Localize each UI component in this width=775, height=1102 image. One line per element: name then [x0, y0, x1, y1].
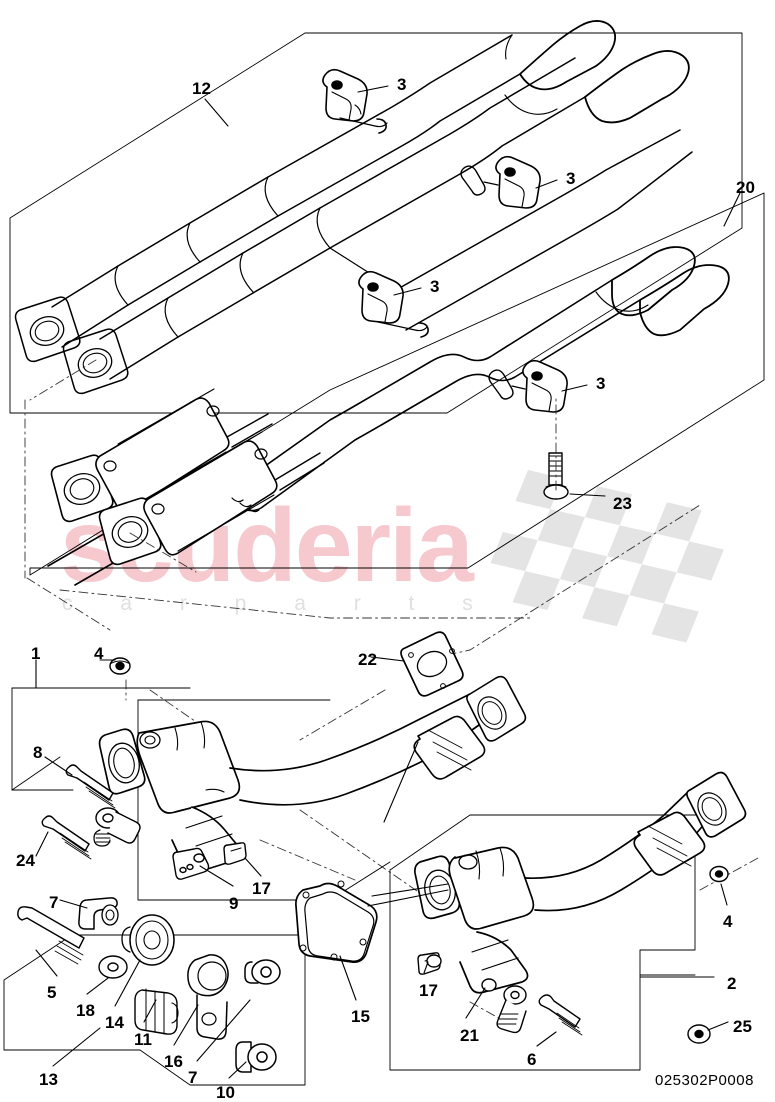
callout-1: 1: [31, 644, 41, 663]
hex-bolt-24: [41, 815, 92, 860]
front-pipe-left: [413, 675, 527, 780]
callout-4-lower-right: 4: [723, 912, 733, 931]
gasket-15: [295, 880, 378, 963]
callout-22: 22: [358, 650, 377, 669]
callout-9: 9: [229, 894, 239, 913]
callout-4-upper: 4: [94, 644, 104, 663]
exhaust-hanger-mid-left: [358, 270, 429, 338]
tailpipe-tips-left: [504, 20, 690, 124]
callout-5: 5: [47, 983, 57, 1002]
group-frame-12: [9, 32, 743, 414]
bushing-14: [121, 914, 175, 966]
rubber-stop-10: [235, 1041, 277, 1073]
hex-bolt-6: [538, 994, 583, 1036]
group-frame-mid-lower: [137, 699, 391, 901]
callout-2: 2: [727, 974, 737, 993]
nut-4-upper: [109, 657, 131, 675]
callout-3-upper-right: 3: [566, 169, 576, 188]
leader-lines: [35, 85, 741, 1079]
washer-18: [98, 955, 128, 979]
bellows-sleeve-11: [134, 988, 179, 1035]
callout-7-lower: 7: [188, 1068, 198, 1087]
catalytic-converter-assembly-left: [98, 693, 501, 874]
rear-muffler-left-second: [62, 57, 586, 395]
exhaust-hanger-upper-right: [460, 155, 541, 209]
rear-muffler-left: [14, 34, 521, 363]
callout-25: 25: [733, 1017, 752, 1036]
callout-3-upper-left: 3: [397, 75, 407, 94]
bracket-assembly-left: [93, 807, 141, 847]
callout-14: 14: [105, 1013, 124, 1032]
callout-8: 8: [33, 743, 43, 762]
callout-20: 20: [736, 178, 755, 197]
hex-bolt-5: [17, 906, 85, 965]
watermark-secondary: c a r p a r t s: [62, 592, 494, 615]
callout-11: 11: [134, 1030, 152, 1049]
callout-23: 23: [613, 494, 632, 513]
seal-ring-25: [687, 1024, 711, 1044]
group-frame-2: [389, 814, 701, 1071]
callout-7-upper: 7: [49, 893, 59, 912]
exhaust-flange-gasket-22: [400, 631, 464, 697]
rubber-grommet-7b: [244, 959, 281, 985]
callout-10: 10: [216, 1083, 235, 1102]
callout-18: 18: [76, 1001, 95, 1020]
exhaust-hanger-mid-right: [488, 359, 568, 413]
callout-6: 6: [527, 1050, 537, 1069]
callout-24: 24: [16, 851, 35, 870]
catalytic-converter-assembly-right: [414, 771, 747, 994]
exhaust-hanger-upper-left: [322, 68, 388, 134]
callout-15: 15: [351, 1007, 370, 1026]
callout-3-mid-right: 3: [596, 374, 606, 393]
hanger-bracket-16: [187, 954, 229, 1040]
callout-3-mid-left: 3: [430, 277, 440, 296]
nut-4-lower-right: [709, 865, 729, 883]
group-frame-20: [29, 192, 765, 576]
clip-17-left: [223, 842, 247, 865]
callout-21: 21: [460, 1026, 479, 1045]
callout-13: 13: [39, 1070, 58, 1089]
callout-17-right: 17: [419, 981, 438, 1000]
rubber-grommet-7a: [78, 897, 119, 930]
callout-17-left: 17: [252, 879, 271, 898]
bracket-9: [172, 847, 210, 880]
callout-16: 16: [164, 1052, 183, 1071]
callout-12: 12: [192, 79, 211, 98]
group-frame-13: [3, 934, 306, 1086]
catalytic-converter-pair-mid-second: [98, 431, 325, 566]
diagram-code: 025302P0008: [655, 1072, 754, 1089]
group-frame-1: [11, 687, 191, 791]
